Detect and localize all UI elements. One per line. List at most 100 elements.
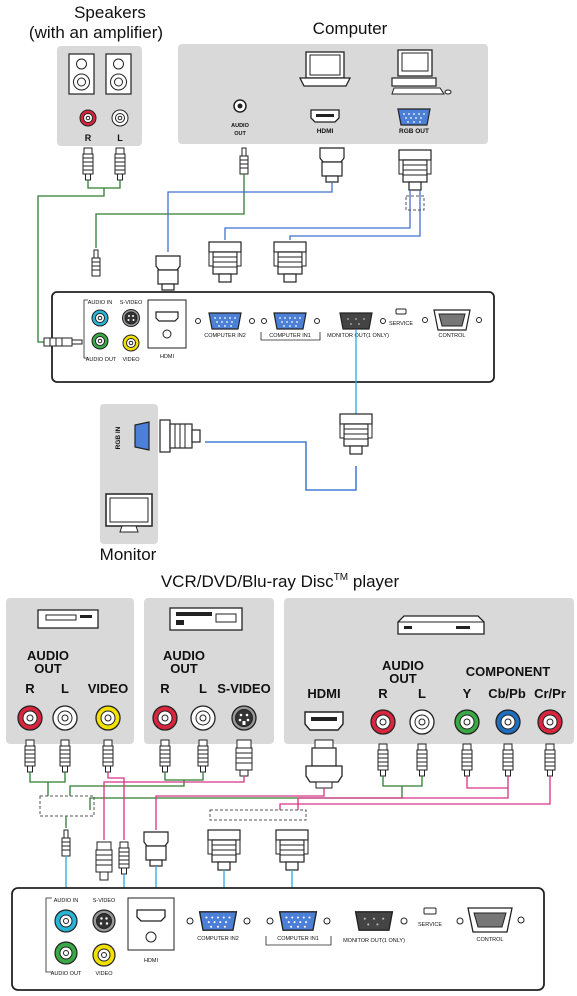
proj-hdmi-label: HDMI xyxy=(160,354,175,360)
dvd-audio-cable xyxy=(69,772,204,796)
proj2-audio-in-label: AUDIO IN xyxy=(54,898,78,904)
proj-control-port xyxy=(433,309,471,331)
dvd-s-video-plug xyxy=(235,739,253,777)
computer-vga-cable-1 xyxy=(224,190,411,240)
dvd-l-plug xyxy=(197,739,209,773)
bluray-cbpb-label: Cb/Pb xyxy=(488,686,526,701)
bottom-video-plug xyxy=(118,841,130,875)
vcr-audio-label: AUDIO xyxy=(27,648,69,663)
proj2-screw-2 xyxy=(243,917,251,925)
proj2-screw-1 xyxy=(186,917,194,925)
bluray-audio-label: AUDIO xyxy=(382,658,424,673)
proj-audio-out-jack xyxy=(91,332,109,350)
proj-service-port xyxy=(395,308,407,315)
monitor-rgb-in-port xyxy=(134,421,150,451)
bluray-audio-cable xyxy=(89,776,423,810)
monitor-title: Monitor xyxy=(100,545,157,564)
monitor-out-plug xyxy=(339,413,373,455)
bluray-r-plug xyxy=(377,743,389,777)
vcr-r-label: R xyxy=(25,681,35,696)
computer-hdmi-cable xyxy=(167,182,333,252)
proj-audio-out-label: AUDIO OUT xyxy=(86,357,117,363)
proj-computer-in2-label: COMPUTER IN2 xyxy=(204,333,246,339)
dvd-r-label: R xyxy=(160,681,170,696)
bluray-component-label: COMPONENT xyxy=(466,664,551,679)
vcr-r-plug xyxy=(24,739,36,773)
dvd-icon xyxy=(169,607,243,631)
dvd-s-video-label: S-VIDEO xyxy=(217,681,270,696)
bluray-hdmi-cable xyxy=(155,788,325,830)
monitor-vga-plug xyxy=(159,419,201,453)
computer-in2-plug xyxy=(208,241,242,283)
computer-rgb-out-label: RGB OUT xyxy=(399,128,429,135)
bluray-out-label: OUT xyxy=(389,671,417,686)
computer-audio-plug xyxy=(239,147,249,175)
bottom-computer-in2-plug xyxy=(207,829,241,871)
proj-screw-1 xyxy=(195,318,201,324)
proj2-audio-in-jack xyxy=(54,909,78,933)
proj-monitor-out-label: MONITOR OUT(1 ONLY) xyxy=(327,333,389,339)
dvd-out-label: OUT xyxy=(170,661,198,676)
vcr-video-plug xyxy=(102,739,114,773)
bottom-audio-in-plug xyxy=(61,829,71,857)
bluray-panel xyxy=(284,598,574,744)
computer-audio-out-label-2: OUT xyxy=(234,131,246,137)
proj-computer-in2-port xyxy=(208,312,242,330)
bluray-audio-r-jack xyxy=(370,709,396,735)
dvd-r-plug xyxy=(159,739,171,773)
proj2-video-label: VIDEO xyxy=(95,971,113,977)
bluray-cbpb-plug xyxy=(502,743,514,777)
proj-computer-in1-port xyxy=(273,312,307,330)
vcr-audio-l-jack xyxy=(52,705,78,731)
proj-s-video-label: S-VIDEO xyxy=(120,300,143,306)
computer-rgb-out-port xyxy=(397,108,431,126)
proj2-screw-3 xyxy=(266,917,274,925)
proj2-screw-5 xyxy=(400,917,408,925)
bluray-y-label: Y xyxy=(463,686,472,701)
monitor-icon xyxy=(105,493,153,533)
dvd-l-label: L xyxy=(199,681,207,696)
proj2-video-jack xyxy=(92,943,116,967)
proj2-computer-in1-port xyxy=(278,911,318,931)
bluray-r-label: R xyxy=(378,686,388,701)
proj2-control-label: CONTROL xyxy=(477,937,504,943)
speakers-subtitle: (with an amplifier) xyxy=(29,23,163,42)
proj2-monitor-out-port xyxy=(354,911,394,931)
speaker-l-label: L xyxy=(117,133,123,143)
vcr-video-cable xyxy=(107,772,125,840)
dvd-audio-r-jack xyxy=(152,705,178,731)
proj-audio-in-label: AUDIO IN xyxy=(88,300,112,306)
computer-audio-out-jack xyxy=(233,99,247,113)
audio-bundle-marker xyxy=(39,795,95,817)
proj-service-label: SERVICE xyxy=(389,321,413,327)
speaker-audio-cable xyxy=(37,180,121,343)
proj-video-label: VIDEO xyxy=(122,357,140,363)
speaker-l-jack xyxy=(111,109,129,127)
vcr-video-jack xyxy=(95,705,121,731)
monitor-rgb-in-label: RGB IN xyxy=(115,426,122,449)
proj2-screw-4 xyxy=(323,917,331,925)
bluray-crpr-jack xyxy=(537,709,563,735)
proj2-monitor-out-label: MONITOR OUT(1 ONLY) xyxy=(343,938,405,944)
proj-monitor-out-port xyxy=(339,312,373,330)
proj-video-jack xyxy=(122,334,140,352)
bluray-y-plug xyxy=(461,743,473,777)
av-player-title: VCR/DVD/Blu-ray DiscTM player xyxy=(161,572,400,591)
proj2-audio-out-jack xyxy=(54,941,78,965)
proj-screw-5 xyxy=(380,318,386,324)
proj2-screw-7 xyxy=(517,916,525,924)
proj-screw-4 xyxy=(314,318,320,324)
hdmi-in-plug xyxy=(155,255,181,291)
proj-audio-in-jack xyxy=(91,309,109,327)
proj-in1-bracket xyxy=(260,332,321,341)
vcr-video-label: VIDEO xyxy=(88,681,128,696)
bluray-hdmi-plug xyxy=(305,739,343,789)
bluray-l-label: L xyxy=(418,686,426,701)
proj2-computer-in1-label: COMPUTER IN1 xyxy=(277,936,319,942)
bluray-hdmi-label: HDMI xyxy=(307,686,340,701)
bottom-computer-in1-plug xyxy=(275,829,309,871)
dvd-audio-l-jack xyxy=(190,705,216,731)
computer-vga-cable-2 xyxy=(289,190,421,240)
speaker-r-jack xyxy=(79,109,97,127)
bluray-audio-l-jack xyxy=(409,709,435,735)
